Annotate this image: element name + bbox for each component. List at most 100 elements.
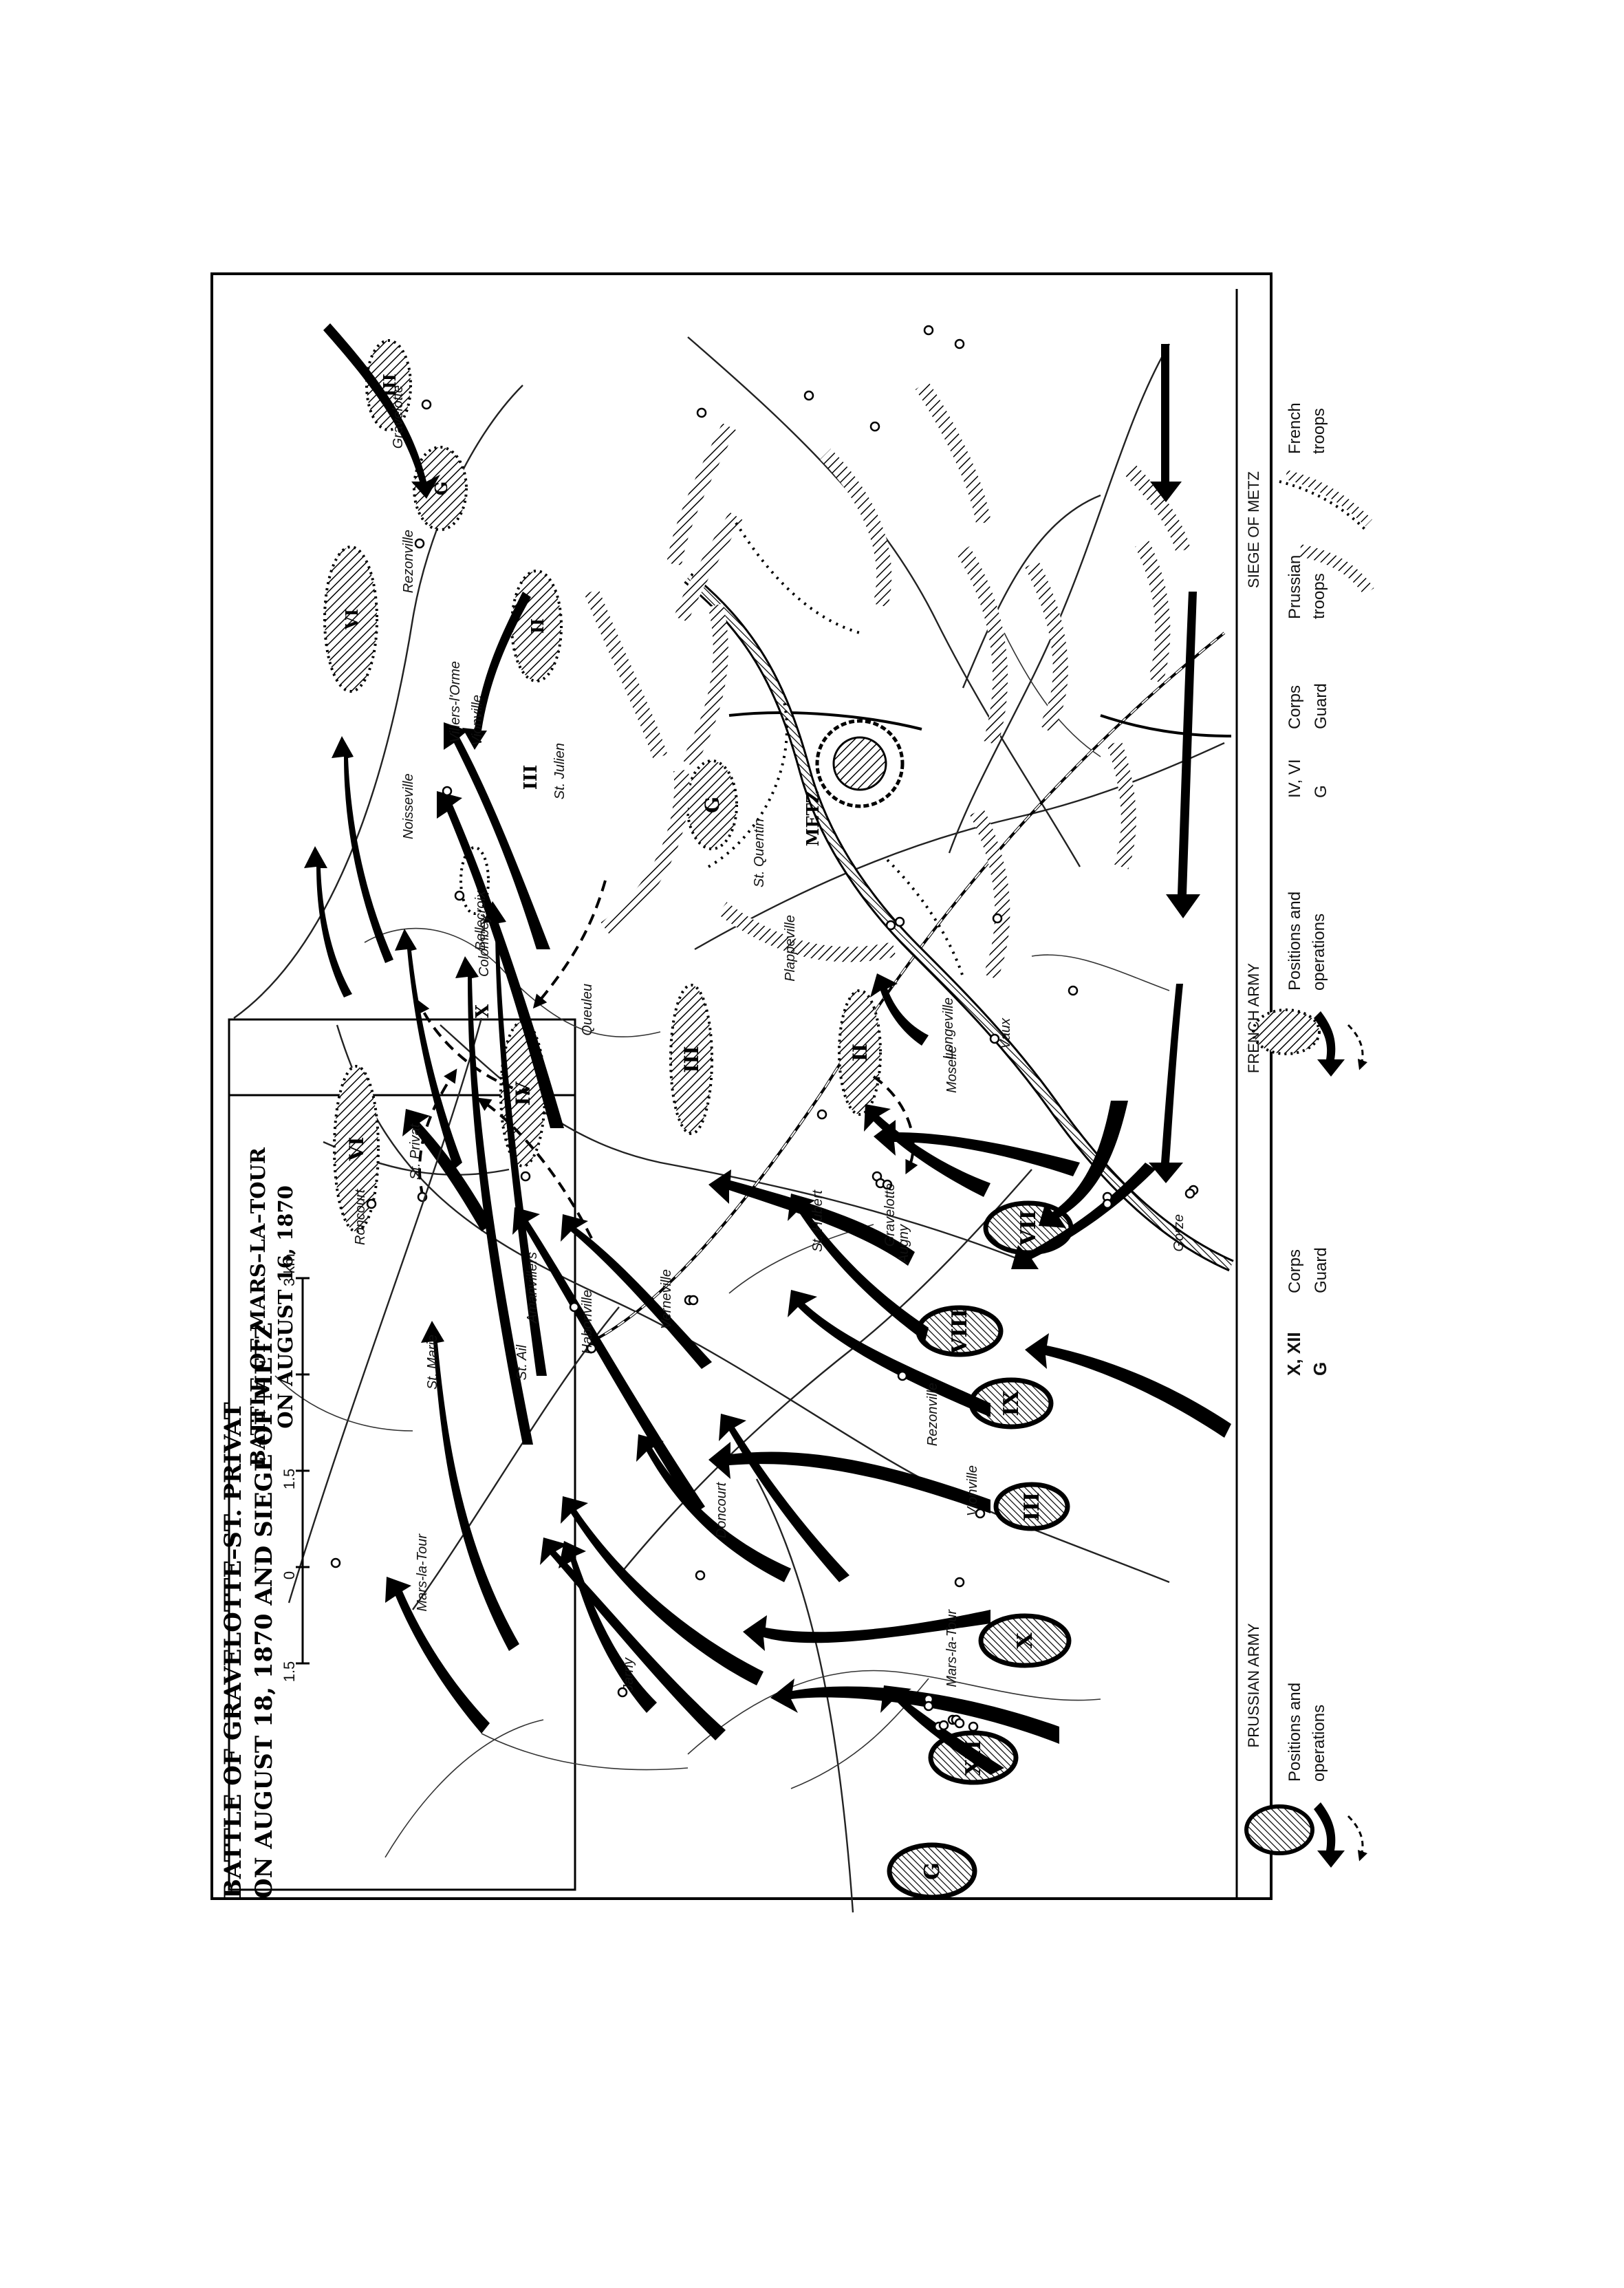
prussian-corps-iii: [993, 1482, 1070, 1531]
french-corps-iii: [669, 984, 713, 1135]
legend-french-guard-val: Guard: [1312, 683, 1330, 729]
label-french-iv: IV: [512, 1081, 534, 1105]
label-colombey: Colombey: [477, 914, 492, 977]
legend-french-corps-val: Corps: [1286, 685, 1304, 729]
inset-label-prussian-iii: III: [521, 765, 541, 790]
scale-labels: 3 km 1.5 0 1.5: [281, 1253, 298, 1682]
legend-french-swatch: [1252, 1008, 1321, 1055]
scale-unit: 3 km: [281, 1253, 298, 1286]
inset-french-iii: [365, 339, 412, 431]
label-noisseville: Noisseville: [401, 773, 416, 839]
legend-siege-french-2: troops: [1310, 408, 1328, 454]
label-vionville: Vionville: [965, 1465, 980, 1516]
legend-siege-french: [1285, 470, 1372, 526]
inset-label-french-iii: III: [380, 374, 400, 397]
french-corps-ii: [838, 989, 882, 1116]
main-title-line-2: ON AUGUST 18, 1870 AND SIEGE OF METZ: [250, 1322, 278, 1899]
legend-french-pos-1: Positions and: [1286, 892, 1304, 991]
label-st-quentin: St. Quentin: [752, 819, 767, 887]
label-villers-orme: Villers-l'Orme: [448, 661, 463, 743]
legend-prussian-pos-2: operations: [1310, 1705, 1328, 1782]
legend-french-heading: FRENCH ARMY: [1245, 963, 1262, 1073]
legend-siege-prussian-1: Prussian: [1286, 555, 1304, 619]
label-verneville: Verneville: [659, 1269, 674, 1329]
label-french-vi: VI: [345, 1137, 368, 1162]
inset-label-french-ii: II: [528, 618, 548, 634]
inset-french-g: [413, 446, 468, 531]
label-french-ii: II: [849, 1044, 871, 1061]
label-metz: METZ: [803, 791, 823, 846]
moselle-river: [684, 572, 1234, 1272]
inset-label-prussian-x: X: [473, 1004, 493, 1018]
legend-prussian-corps-key: X, XII: [1284, 1332, 1304, 1376]
label-rezonville: Rezonville: [925, 1383, 940, 1446]
legend-siege-prussian-2: troops: [1310, 573, 1328, 619]
label-roncourt: Roncourt: [353, 1188, 368, 1245]
legend-prussian-guard-key: G: [1310, 1362, 1330, 1376]
label-st-marie: St. Marie: [425, 1335, 440, 1390]
legend-prussian-swatch: [1244, 1804, 1314, 1855]
label-doncourt: Doncourt: [714, 1482, 729, 1539]
legend-prussian-arrow: [1314, 1802, 1345, 1868]
legend-siege-heading: SIEGE OF METZ: [1245, 471, 1262, 588]
scale-tick-left: 1.5: [281, 1661, 298, 1683]
scale-bar: [296, 1277, 310, 1665]
prussian-attack-arrows: [402, 344, 1231, 1775]
inset-label-gravelotte: Gravelotte: [391, 385, 406, 449]
dashed-movement-arrows: [417, 880, 918, 1239]
prussian-corps-x: [978, 1613, 1072, 1668]
label-french-iii: III: [680, 1046, 703, 1072]
label-longeville: Longeville: [941, 997, 956, 1059]
label-prussian-x: X: [1013, 1632, 1037, 1649]
label-moselle: Moselle: [944, 1046, 960, 1093]
label-amanvillers: Amanvillers: [525, 1252, 540, 1324]
inset-title-line-2: ON AUGUST 16, 1870: [274, 1185, 297, 1429]
main-title-line-1: BATTLE OF GRAVELOTTE–ST. PRIVAT: [219, 1402, 247, 1899]
label-gorze: Gorze: [1171, 1214, 1187, 1251]
french-corps-vi: [333, 1065, 380, 1233]
label-prussian-viii: VIII: [948, 1308, 972, 1354]
legend-prussian-guard-val: Guard: [1312, 1247, 1330, 1293]
legend-prussian-corps-val: Corps: [1286, 1249, 1304, 1293]
corps-labels: VI IV III II G VII VIII IX III X XII G: [345, 797, 1044, 1880]
label-gravelotte: Gravelotte: [883, 1183, 898, 1246]
label-st-ail: St. Ail: [515, 1344, 530, 1380]
label-st-privat: St. Privat: [408, 1123, 423, 1180]
siege-lines: [584, 380, 1191, 980]
label-queuleu: Queuleu: [580, 984, 595, 1036]
label-prussian-iii: III: [1020, 1492, 1044, 1521]
legend: PRUSSIAN ARMY Positions and operations X…: [1244, 402, 1374, 1868]
metz-fortress: [815, 719, 905, 808]
label-habonville: Habonville: [580, 1290, 595, 1354]
inset-label-vionville: Vionville: [470, 695, 485, 746]
label-vaux: Vaux: [998, 1017, 1013, 1049]
label-prussian-ix: IX: [999, 1390, 1024, 1416]
scale-tick-right: 1.5: [281, 1469, 298, 1490]
label-prussian-g: G: [920, 1862, 944, 1880]
map-titles: BATTLE OF GRAVELOTTE–ST. PRIVAT ON AUGUS…: [219, 1147, 297, 1899]
legend-french-guard-key: G: [1312, 785, 1330, 798]
inset-labels: Gravelotte Rezonville Vionville Mars-la-…: [342, 374, 548, 1611]
french-positions: [333, 759, 882, 1233]
legend-prussian-pos-1: Positions and: [1286, 1683, 1304, 1782]
inset-map-contents: [233, 323, 564, 1858]
label-st-hubert: St. Hubert: [810, 1189, 825, 1252]
scale-tick-zero: 0: [281, 1571, 298, 1579]
inset-label-rezonville: Rezonville: [401, 530, 416, 593]
inset-label-french-vi: VI: [342, 609, 362, 630]
legend-french-corps-key: IV, VI: [1286, 759, 1304, 798]
place-labels: Roncourt St. Privat St. Marie St. Ail Am…: [353, 661, 1187, 1692]
label-mars-la-tour: Mars-la-Tour: [944, 1609, 960, 1687]
label-plappeville: Plappeville: [783, 915, 798, 982]
label-jarny: Jarny: [621, 1657, 636, 1692]
prussian-guard: [887, 1842, 977, 1900]
label-bellecroix: Bellecroix: [473, 890, 488, 951]
inset-label-french-g: G: [431, 482, 451, 496]
label-augny: Augny: [896, 1224, 911, 1264]
legend-siege-french-1: French: [1286, 402, 1304, 454]
legend-french-arrow: [1314, 1011, 1345, 1077]
legend-siege-prussian: [1299, 544, 1374, 596]
legend-prussian-heading: PRUSSIAN ARMY: [1245, 1623, 1262, 1747]
label-prussian-vii: VII: [1017, 1210, 1041, 1246]
